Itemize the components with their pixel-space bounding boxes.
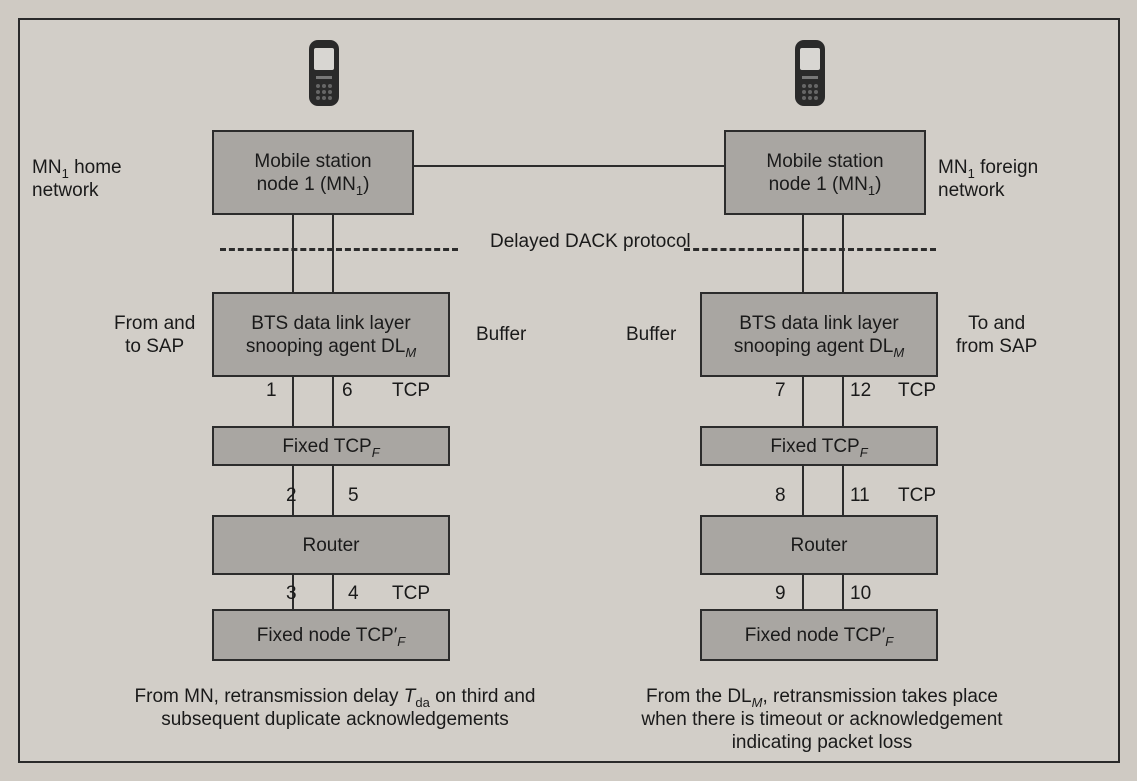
left-fixed-node-text: Fixed node TCP′F [256,624,406,649]
right-num-7: 7 [775,380,786,401]
connector [842,466,844,515]
right-bts-box: BTS data link layer snooping agent DLM [700,292,938,377]
connector [842,215,844,292]
left-fixed-tcp-text: Fixed TCPF [282,435,380,460]
right-bts-line1: BTS data link layer [739,312,899,334]
left-num-4: 4 [348,583,359,604]
connector [292,575,294,609]
left-num-2: 2 [286,485,297,506]
connector [332,466,334,515]
left-mobile-line1: Mobile station [254,150,372,172]
left-bts-line1: BTS data link layer [251,312,411,334]
right-num-11: 11 [850,485,870,506]
connector [332,575,334,609]
connector [332,377,334,426]
connector [802,575,804,609]
right-fixed-node-box: Fixed node TCP′F [700,609,938,661]
left-caption: From MN, retransmission delay Tda on thi… [134,686,536,730]
connector [842,377,844,426]
left-bts-box: BTS data link layer snooping agent DLM [212,292,450,377]
connector [802,215,804,292]
connector [802,377,804,426]
left-num-1: 1 [266,380,277,401]
left-mobile-line2: node 1 (MN1) [256,173,370,198]
right-fixed-tcp-text: Fixed TCPF [770,435,868,460]
right-num-10: 10 [850,583,872,604]
left-bts-line2: snooping agent DLM [245,335,417,360]
left-fixed-tcp-box: Fixed TCPF [212,426,450,466]
foreign-network-label: MN1 foreign network [938,157,1039,201]
connector [292,466,294,515]
left-sap-label: From and to SAP [114,313,196,357]
left-fixed-node-box: Fixed node TCP′F [212,609,450,661]
right-mobile-line2: node 1 (MN1) [768,173,882,198]
connector [842,575,844,609]
left-tcp-low: TCP [392,583,430,604]
connector [802,466,804,515]
left-dashed-line [220,248,458,251]
left-router-box: Router [212,515,450,575]
right-num-9: 9 [775,583,786,604]
right-fixed-tcp-box: Fixed TCPF [700,426,938,466]
right-num-12: 12 [850,380,872,401]
home-network-label: MN1 home network [32,157,122,201]
left-num-6: 6 [342,380,353,401]
right-dashed-line [684,248,936,251]
right-mobile-line1: Mobile station [766,150,884,172]
connector [332,215,334,292]
right-caption: From the DLM, retransmission takes place… [641,686,1003,753]
left-tcp-top: TCP [392,380,430,401]
left-router-label: Router [302,534,360,556]
right-router-box: Router [700,515,938,575]
diagram-frame: Mobile station node 1 (MN1) Mobile stati… [18,18,1120,763]
delayed-dack-label: Delayed DACK protocol [490,231,691,252]
connector [292,215,294,292]
left-mobile-station-box: Mobile station node 1 (MN1) [212,130,414,215]
right-tcp-top: TCP [898,380,936,401]
left-num-3: 3 [286,583,297,604]
right-sap-label: To and from SAP [956,313,1038,357]
right-tcp-mid: TCP [898,485,936,506]
connector [292,377,294,426]
right-router-label: Router [790,534,848,556]
right-buffer-label: Buffer [626,324,677,345]
left-num-5: 5 [348,485,359,506]
right-num-8: 8 [775,485,786,506]
right-mobile-station-box: Mobile station node 1 (MN1) [724,130,926,215]
right-fixed-node-text: Fixed node TCP′F [744,624,894,649]
mobile-phone-icon-right [795,40,825,106]
right-bts-line2: snooping agent DLM [733,335,905,360]
mobile-link-line [414,165,724,167]
mobile-phone-icon-left [309,40,339,106]
left-buffer-label: Buffer [476,324,527,345]
